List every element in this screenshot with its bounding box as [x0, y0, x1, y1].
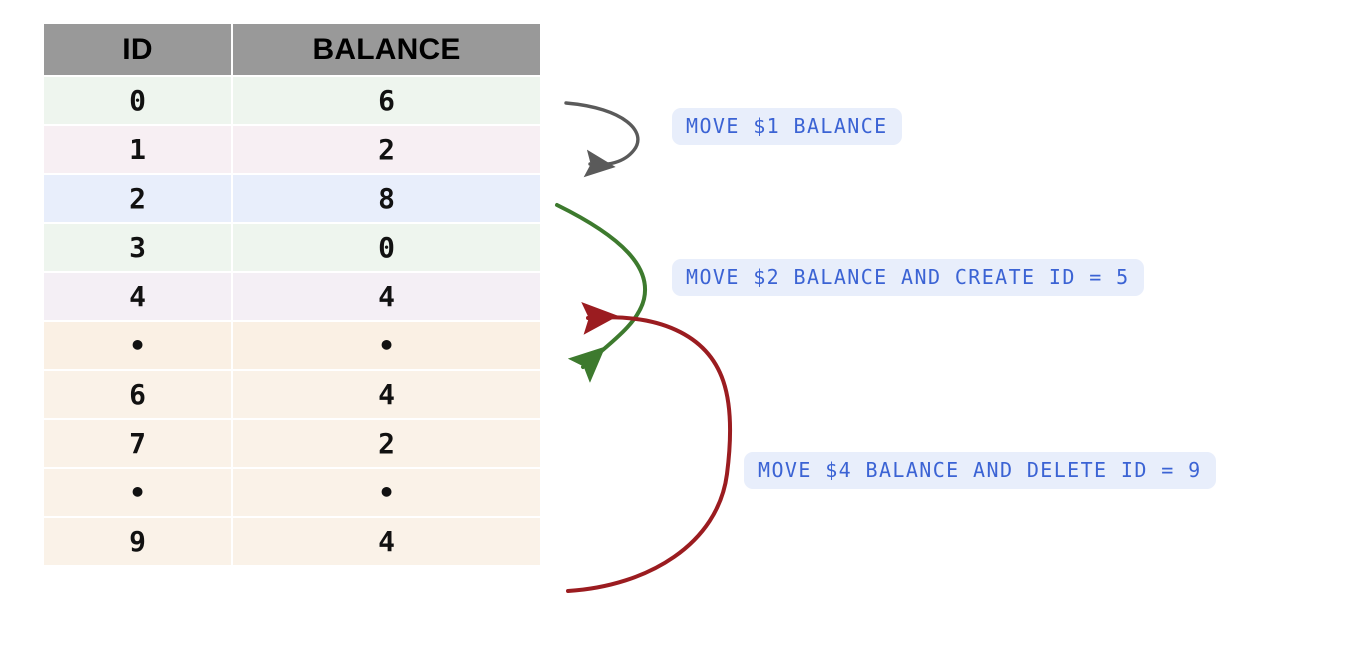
arrow-move-4	[566, 302, 733, 593]
cell-balance: 0	[233, 224, 540, 271]
annotation-move-1-balance: MOVE $1 BALANCE	[672, 108, 902, 145]
cell-balance: 4	[233, 371, 540, 418]
cell-balance: •	[233, 322, 540, 369]
cell-id: 3	[44, 224, 231, 271]
cell-id: •	[44, 322, 231, 369]
cell-id: 9	[44, 518, 231, 565]
table-header-row: ID BALANCE	[44, 24, 540, 75]
cell-id: 7	[44, 420, 231, 467]
table-row: ••	[44, 469, 540, 516]
arrow-move-1	[564, 101, 640, 178]
cell-id: 4	[44, 273, 231, 320]
annotation-move-4-balance-delete: MOVE $4 BALANCE AND DELETE ID = 9	[744, 452, 1216, 489]
cell-id: 0	[44, 77, 231, 124]
cell-id: 2	[44, 175, 231, 222]
cell-balance: •	[233, 469, 540, 516]
cell-balance: 8	[233, 175, 540, 222]
cell-balance: 2	[233, 420, 540, 467]
cell-balance: 4	[233, 273, 540, 320]
cell-balance: 6	[233, 77, 540, 124]
annotation-move-2-balance-create: MOVE $2 BALANCE AND CREATE ID = 5	[672, 259, 1144, 296]
cell-balance: 4	[233, 518, 540, 565]
cell-id: 1	[44, 126, 231, 173]
arrow-move-2	[555, 203, 648, 383]
cell-id: •	[44, 469, 231, 516]
table-row: ••	[44, 322, 540, 369]
column-header-id: ID	[44, 24, 231, 75]
column-header-balance: BALANCE	[233, 24, 540, 75]
cell-balance: 2	[233, 126, 540, 173]
cell-id: 6	[44, 371, 231, 418]
